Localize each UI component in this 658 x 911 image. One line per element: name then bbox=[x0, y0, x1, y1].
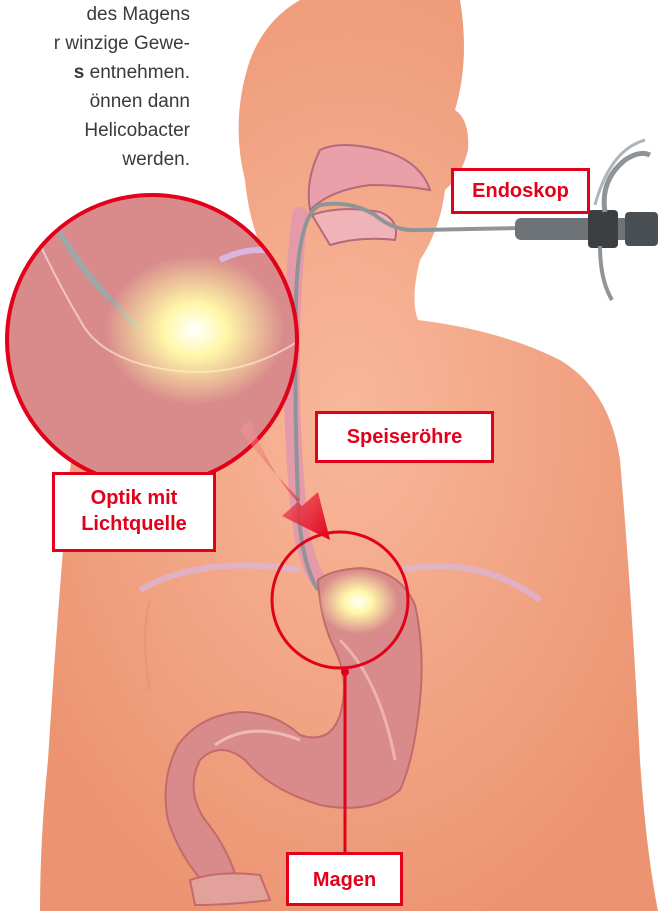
intro-line-6: werden. bbox=[0, 145, 190, 174]
intro-line-5: Helicobacter bbox=[0, 116, 190, 145]
intro-line-2: r winzige Gewe- bbox=[0, 29, 190, 58]
label-magen: Magen bbox=[286, 852, 403, 906]
label-endoskop: Endoskop bbox=[451, 168, 590, 214]
intro-bold-fragment: s bbox=[74, 62, 85, 83]
intro-line-3: s entnehmen. bbox=[0, 58, 190, 87]
label-optik-line2: Lichtquelle bbox=[55, 511, 213, 537]
label-speiseroehre: Speiseröhre bbox=[315, 411, 494, 463]
intro-line-1: des Magens bbox=[0, 0, 190, 29]
intro-line-4: önnen dann bbox=[0, 87, 190, 116]
label-optik-lichtquelle: Optik mit Lichtquelle bbox=[52, 472, 216, 552]
intro-text: des Magens r winzige Gewe- s entnehmen. … bbox=[0, 0, 190, 174]
endoscope-instrument bbox=[515, 140, 658, 300]
label-optik-line1: Optik mit bbox=[55, 485, 213, 511]
